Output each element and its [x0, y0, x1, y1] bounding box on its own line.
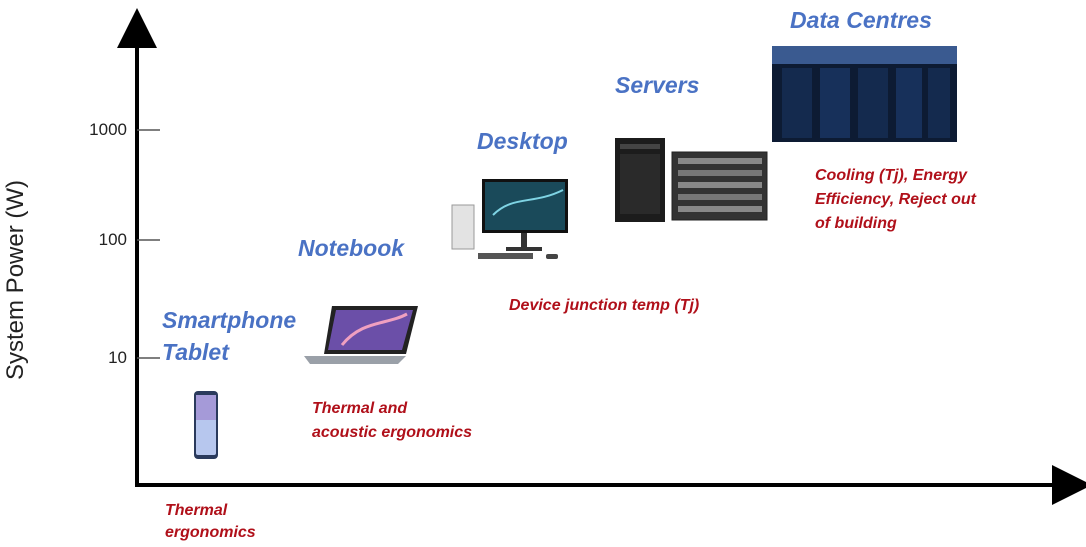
- note-data-centres-2: Efficiency, Reject out: [815, 191, 976, 208]
- category-smartphone: Smartphone: [162, 307, 297, 333]
- y-axis-label: System Power (W): [2, 179, 29, 380]
- tick-label-100: 100: [98, 230, 127, 249]
- category-data-centres: Data Centres: [790, 7, 932, 33]
- category-servers: Servers: [615, 72, 700, 98]
- notebook-image: [304, 306, 418, 364]
- tick-label-10: 10: [108, 348, 127, 367]
- category-tablet: Tablet: [162, 339, 229, 365]
- data-centres-image: [772, 46, 957, 142]
- smartphone-image: [194, 391, 218, 459]
- category-desktop: Desktop: [477, 128, 568, 154]
- desktop-image: [451, 179, 568, 259]
- note-data-centres-1: Cooling (Tj), Energy: [815, 167, 967, 184]
- category-notebook: Notebook: [298, 235, 405, 261]
- note-smartphone-1: Thermal: [165, 502, 228, 519]
- note-notebook-2: acoustic ergonomics: [312, 424, 473, 441]
- note-data-centres-3: of building: [815, 215, 897, 232]
- tick-label-1000: 1000: [89, 120, 127, 139]
- note-desktop: Device junction temp (Tj): [509, 297, 700, 314]
- servers-image: [615, 138, 768, 222]
- note-smartphone-2: ergonomics: [165, 524, 256, 541]
- note-notebook-1: Thermal and: [312, 400, 408, 417]
